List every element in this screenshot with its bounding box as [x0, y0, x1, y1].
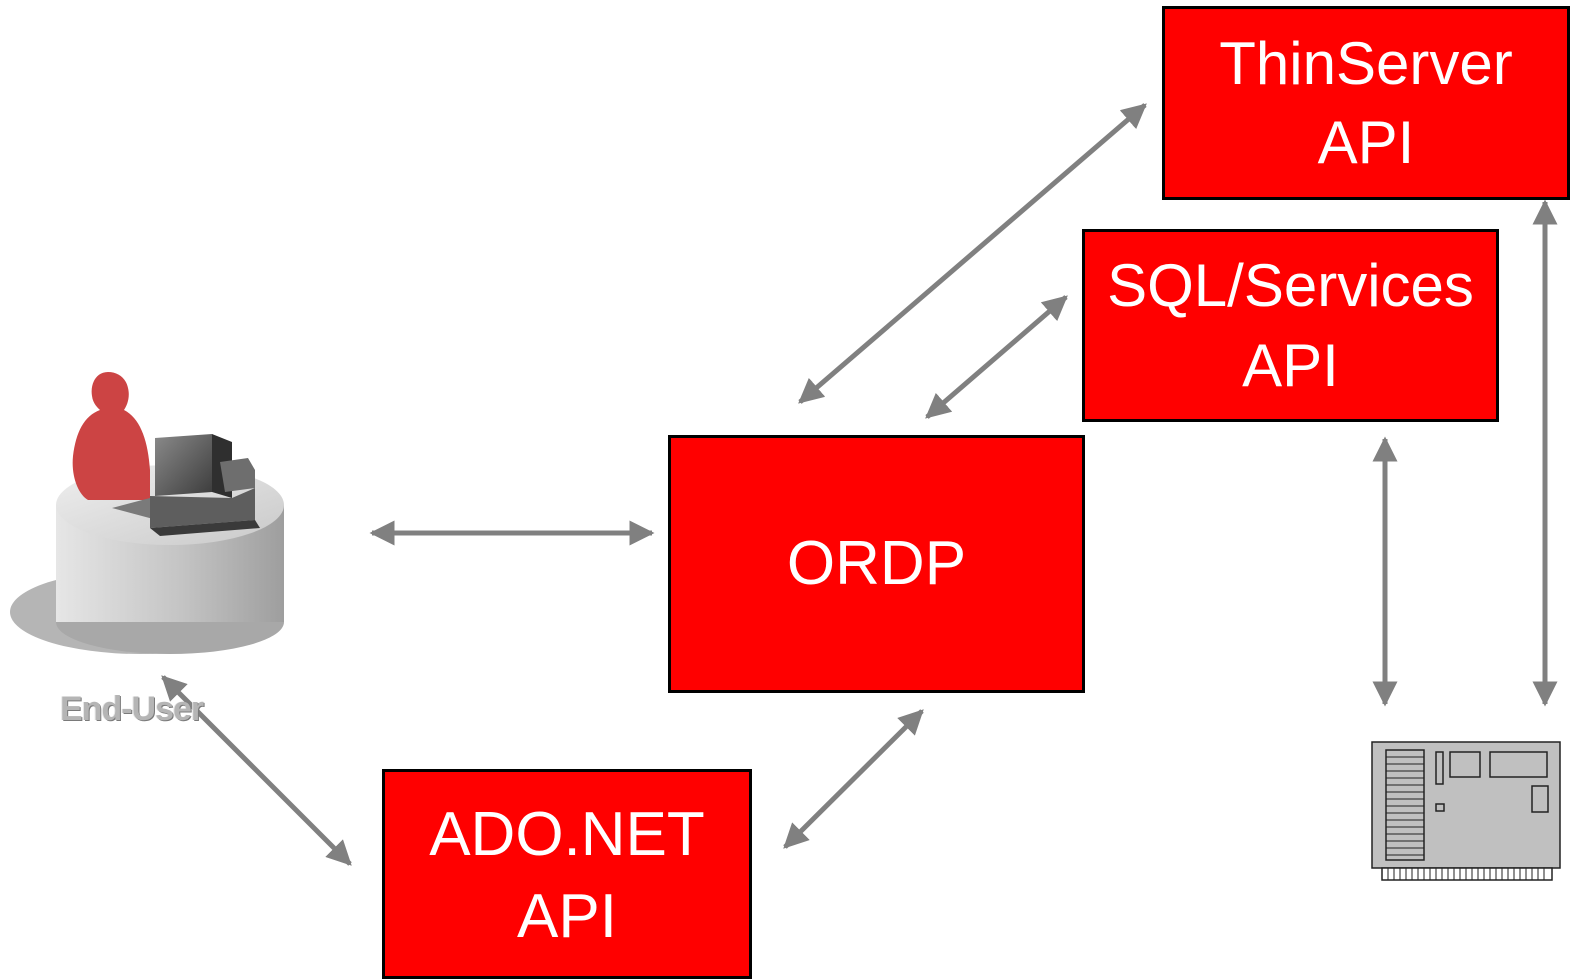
adonet-label: ADO.NET — [429, 800, 705, 869]
thinserver-label: ThinServer — [1219, 29, 1513, 97]
user-at-workstation-icon — [10, 372, 284, 654]
sqlservices-label: SQL/Services — [1107, 252, 1474, 320]
thinserver-api-label: API — [1317, 109, 1415, 176]
thinserver-api-box: ThinServer API — [1162, 6, 1570, 200]
adonet-api-box: ADO.NET API — [382, 769, 752, 979]
ordp-label: ORDP — [786, 529, 967, 599]
edge-enduser-adonet — [161, 675, 352, 866]
edge-ordp-sqlservices — [925, 295, 1068, 419]
enduser-label: End-User — [60, 690, 204, 728]
sqlservices-api-label: API — [1242, 331, 1339, 399]
edge-ordp-thinserver — [798, 103, 1147, 404]
adonet-api-label: API — [517, 881, 617, 951]
edge-adonet-ordp — [783, 709, 924, 849]
ordp-box: ORDP — [668, 435, 1085, 693]
sqlservices-api-box: SQL/Services API — [1082, 229, 1499, 422]
server-icon — [1371, 741, 1561, 881]
